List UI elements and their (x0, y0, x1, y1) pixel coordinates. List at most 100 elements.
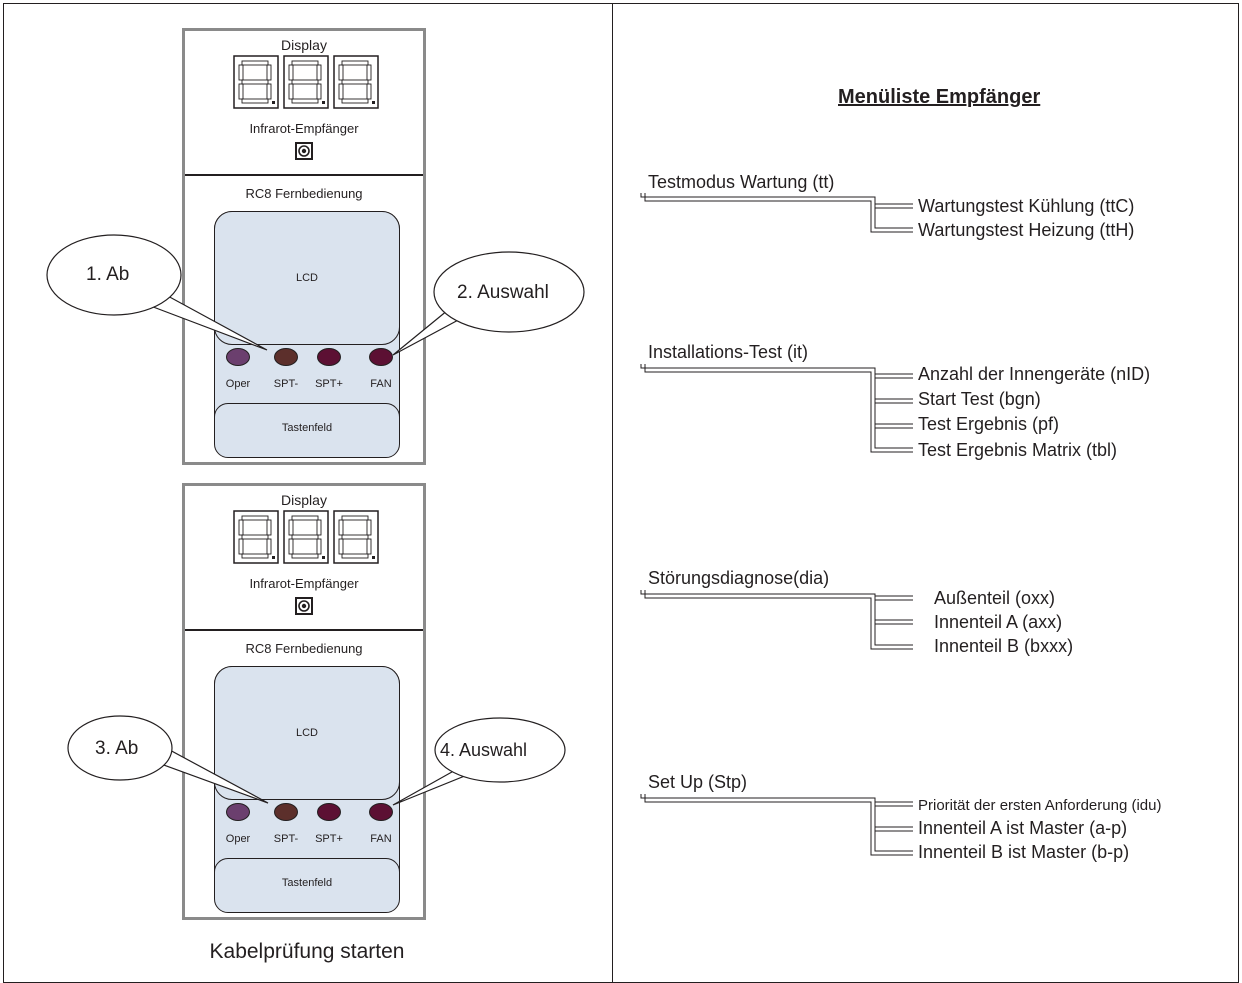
digit-segment (241, 79, 269, 85)
decimal-point (372, 556, 375, 559)
display-label: Display (281, 37, 327, 53)
menu-item: Wartungstest Kühlung (ttC) (918, 196, 1135, 216)
ir-sensor-icon (295, 142, 313, 160)
decimal-point (272, 101, 275, 104)
spt-plus-label: SPT+ (315, 378, 343, 390)
digit-segment (241, 98, 269, 104)
spt-minus-button[interactable] (274, 348, 298, 366)
menu-item: Innenteil B ist Master (b-p) (918, 842, 1130, 862)
seven-segment-display (233, 510, 379, 564)
keypad: Tastenfeld (214, 403, 400, 458)
keypad: Tastenfeld (214, 858, 400, 913)
decimal-point (272, 556, 275, 559)
display-digit (233, 510, 279, 564)
digit-segment (241, 60, 269, 66)
spt-plus-button[interactable] (317, 803, 341, 821)
lcd-label: LCD (295, 272, 318, 284)
fan-button[interactable] (369, 348, 393, 366)
digit-segment (341, 553, 369, 559)
spt-minus-button[interactable] (274, 803, 298, 821)
digit-segment (291, 60, 319, 66)
display-digit (283, 510, 329, 564)
decimal-point (322, 556, 325, 559)
callout-bubble (46, 234, 182, 316)
ir-receiver-label: Infrarot-Empfänger (249, 576, 359, 591)
digit-segment (238, 64, 244, 81)
menu-item: Start Test (bgn) (918, 389, 1041, 409)
digit-segment (291, 515, 319, 521)
digit-segment (288, 83, 294, 100)
ir-sensor-icon (295, 597, 313, 615)
digit-segment (338, 519, 344, 536)
digit-segment (341, 98, 369, 104)
menu-item: Test Ergebnis Matrix (tbl) (918, 440, 1118, 460)
digit-segment (291, 534, 319, 540)
menu-item: Außenteil (oxx) (934, 588, 1056, 608)
digit-segment (366, 538, 372, 555)
digit-segment (316, 519, 322, 536)
spt-plus-label: SPT+ (315, 833, 343, 845)
digit-segment (241, 553, 269, 559)
menu-item: Priorität der ersten Anforderung (idu) (918, 797, 1162, 814)
menu-category-stp: Set Up (Stp) (648, 772, 748, 792)
spt-minus-label: SPT- (273, 833, 299, 845)
digit-segment (341, 60, 369, 66)
digit-segment (366, 519, 372, 536)
lcd-screen: LCD (214, 666, 400, 800)
column-divider (612, 3, 613, 983)
digit-segment (266, 538, 272, 555)
digit-segment (238, 83, 244, 100)
digit-segment (316, 538, 322, 555)
receiver-panel-2: Display Infrarot-Empfänger RC8 Fernbedie… (182, 483, 426, 920)
digit-segment (316, 83, 322, 100)
oper-label: Oper (225, 833, 251, 845)
menu-item: Innenteil B (bxxx) (934, 636, 1074, 656)
digit-segment (266, 83, 272, 100)
digit-segment (291, 79, 319, 85)
spt-plus-button[interactable] (317, 348, 341, 366)
fan-label: FAN (370, 378, 392, 390)
fan-button[interactable] (369, 803, 393, 821)
oper-label: Oper (225, 378, 251, 390)
digit-segment (288, 64, 294, 81)
keypad-label: Tastenfeld (281, 422, 333, 434)
panel-separator (185, 629, 423, 631)
oper-button[interactable] (226, 803, 250, 821)
callout-bubble (434, 717, 566, 783)
digit-segment (366, 64, 372, 81)
display-digit (333, 510, 379, 564)
digit-segment (341, 79, 369, 85)
oper-button[interactable] (226, 348, 250, 366)
panel-separator (185, 174, 423, 176)
digit-segment (291, 98, 319, 104)
ir-receiver-label: Infrarot-Empfänger (249, 121, 359, 136)
menu-item: Anzahl der Innengeräte (nID) (918, 364, 1151, 384)
seven-segment-display (233, 55, 379, 109)
callout-text: 4. Auswahl (440, 740, 528, 760)
display-digit (333, 55, 379, 109)
digit-segment (266, 64, 272, 81)
decimal-point (372, 101, 375, 104)
digit-segment (338, 538, 344, 555)
receiver-panel-1: Display Infrarot-Empfänger RC8 Fernbedie… (182, 28, 426, 465)
digit-segment (338, 64, 344, 81)
callout-bubble (67, 715, 173, 781)
digit-segment (238, 519, 244, 536)
digit-segment (316, 64, 322, 81)
lcd-label: LCD (295, 727, 318, 739)
callout-bubble (433, 251, 585, 333)
callout-text: 1. Ab (86, 264, 130, 285)
menu-item: Innenteil A (axx) (934, 612, 1063, 632)
digit-segment (288, 519, 294, 536)
display-digit (283, 55, 329, 109)
menu-item: Wartungstest Heizung (ttH) (918, 220, 1135, 240)
spt-minus-label: SPT- (273, 378, 299, 390)
display-label: Display (281, 492, 327, 508)
caption: Kabelprüfung starten (209, 940, 405, 963)
menu-category-tt: Testmodus Wartung (tt) (648, 172, 835, 192)
digit-segment (366, 83, 372, 100)
menu-category-dia: Störungsdiagnose(dia) (648, 568, 830, 588)
digit-segment (238, 538, 244, 555)
digit-segment (291, 553, 319, 559)
